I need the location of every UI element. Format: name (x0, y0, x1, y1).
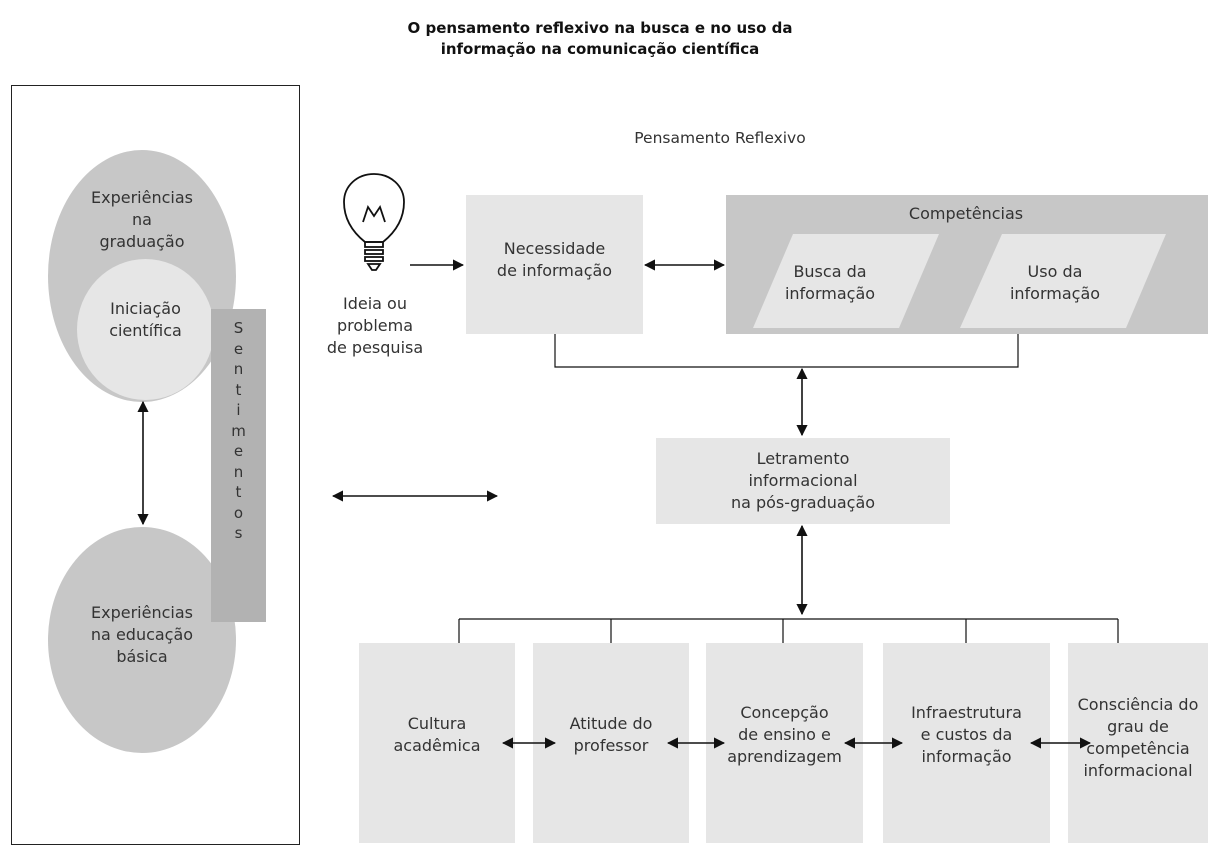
arrow-iniciacao-basica (137, 400, 149, 526)
diagram-title: O pensamento reflexivo na busca e no uso… (407, 19, 793, 58)
sentimentos-bar: S e n t i m e n t o s (211, 309, 266, 622)
lightbulb-icon (343, 173, 405, 271)
parallelogram-uso (960, 234, 1166, 328)
label-competencias: Competências (908, 204, 1024, 223)
label-ideia: Ideia ou problema de pesquisa (326, 294, 424, 357)
box-cultura-academica: Cultura acadêmica (359, 643, 515, 843)
ellipse-iniciacao: Iniciação científica (77, 259, 214, 400)
box-atitude-professor: Atitude do professor (533, 643, 689, 843)
box-letramento: Letramento informacional na pós-graduaçã… (656, 438, 950, 524)
label-busca: Busca da informação (784, 262, 876, 303)
parallelograms (753, 234, 1166, 328)
parallelogram-busca (753, 234, 939, 328)
box-consciencia: Consciência do grau de competência infor… (1068, 643, 1208, 843)
heading-pensamento-reflexivo: Pensamento Reflexivo (634, 129, 806, 147)
bracket-top (554, 334, 1019, 368)
ellipse-educacao-basica: Experiências na educação básica (48, 527, 236, 753)
label-graduacao: Experiências na graduação (91, 188, 193, 251)
box-concepcao-ensino: Concepção de ensino e aprendizagem (706, 643, 863, 843)
box-necessidade: Necessidade de informação (466, 195, 643, 334)
label-uso: Uso da informação (1009, 262, 1101, 303)
sentimentos-label: S e n t i m e n t o s (231, 319, 246, 542)
box-infraestrutura: Infraestrutura e custos da informação (883, 643, 1050, 843)
